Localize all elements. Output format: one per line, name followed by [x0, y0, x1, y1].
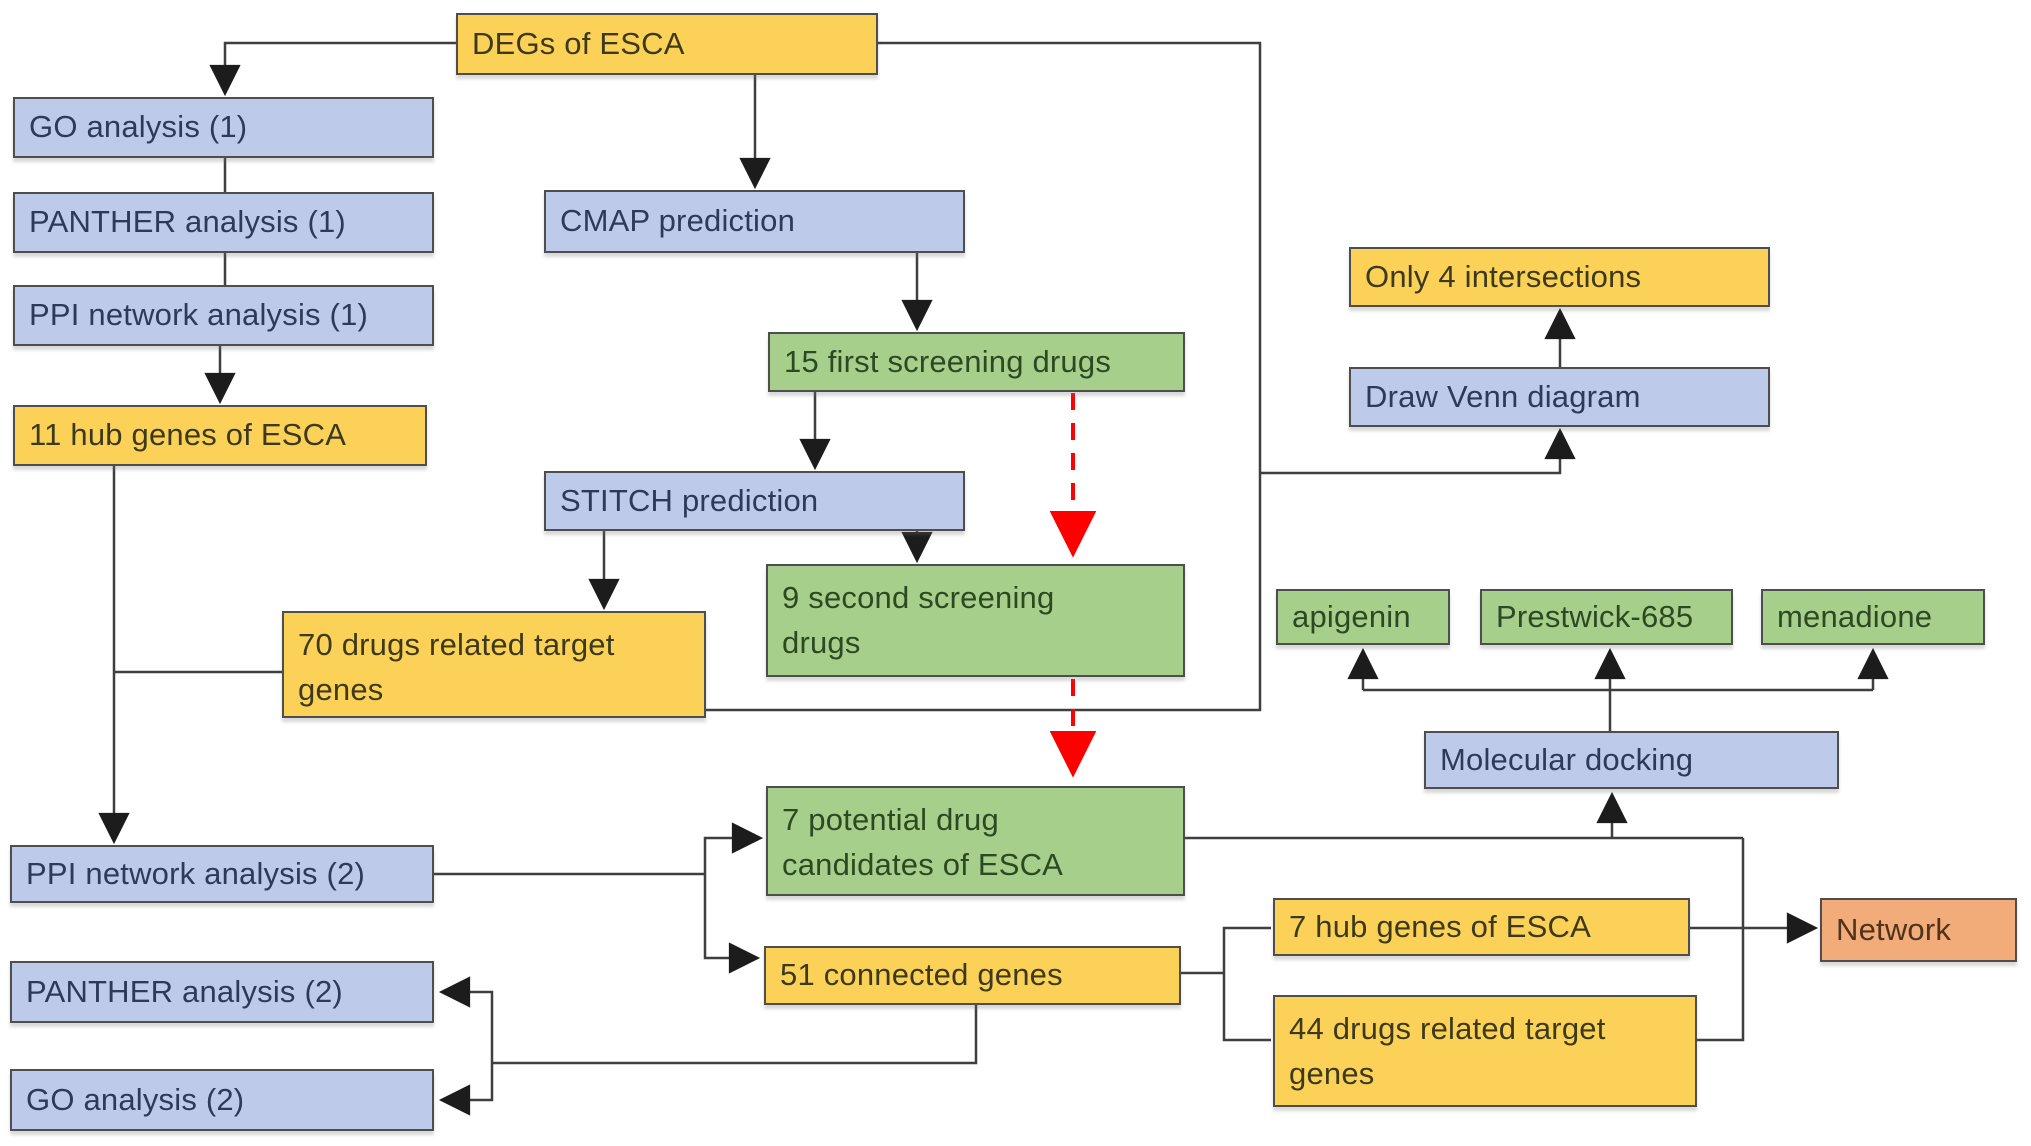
edge-drugs44-line	[1697, 838, 1745, 1042]
node-apigenin: apigenin	[1276, 589, 1450, 645]
node-ppi-network-analysis-2: PPI network analysis (2)	[10, 845, 434, 903]
edge-to-panther2	[438, 976, 494, 1063]
node-7-hub-genes: 7 hub genes of ESCA	[1273, 898, 1690, 956]
node-70-drugs-related-target-genes: 70 drugs related target genes	[282, 611, 706, 718]
edge-ppi2-to-potential7	[703, 822, 764, 874]
node-15-first-screening-drugs: 15 first screening drugs	[768, 332, 1185, 392]
edge-connected51-to-drugs44	[1222, 973, 1271, 1042]
node-cmap-prediction: CMAP prediction	[544, 190, 965, 253]
edge-degs-to-go1	[209, 41, 456, 97]
edge-ppi2-to-connected51	[703, 874, 761, 974]
node-stitch-prediction: STITCH prediction	[544, 471, 965, 531]
node-only-4-intersections: Only 4 intersections	[1349, 247, 1770, 307]
node-ppi-network-analysis-1: PPI network analysis (1)	[13, 285, 434, 346]
edge-to-go2	[438, 1063, 494, 1116]
node-panther-analysis-1: PANTHER analysis (1)	[13, 192, 434, 253]
node-51-connected-genes: 51 connected genes	[764, 946, 1181, 1005]
node-degs-of-esca: DEGs of ESCA	[456, 13, 878, 75]
node-44-drugs-related-target-genes: 44 drugs related target genes	[1273, 995, 1697, 1107]
node-go-analysis-1: GO analysis (1)	[13, 97, 434, 158]
node-panther-analysis-2: PANTHER analysis (2)	[10, 961, 434, 1023]
edge-trunk-to-venn	[1260, 427, 1576, 475]
node-11-hub-genes: 11 hub genes of ESCA	[13, 405, 427, 466]
node-go-analysis-2: GO analysis (2)	[10, 1069, 434, 1131]
node-menadione: menadione	[1761, 589, 1985, 645]
node-draw-venn-diagram: Draw Venn diagram	[1349, 367, 1770, 427]
node-9-second-screening-drugs: 9 second screening drugs	[766, 564, 1185, 677]
edge-connected51-to-hub7	[1222, 926, 1271, 973]
node-network: Network	[1820, 898, 2017, 962]
edge-connected51-down	[492, 1005, 978, 1065]
node-molecular-docking: Molecular docking	[1424, 731, 1839, 789]
edge-degs-trunk-to-drugs70	[706, 41, 1262, 712]
node-prestwick-685: Prestwick-685	[1480, 589, 1733, 645]
node-7-potential-drug-candidates: 7 potential drug candidates of ESCA	[766, 786, 1185, 896]
